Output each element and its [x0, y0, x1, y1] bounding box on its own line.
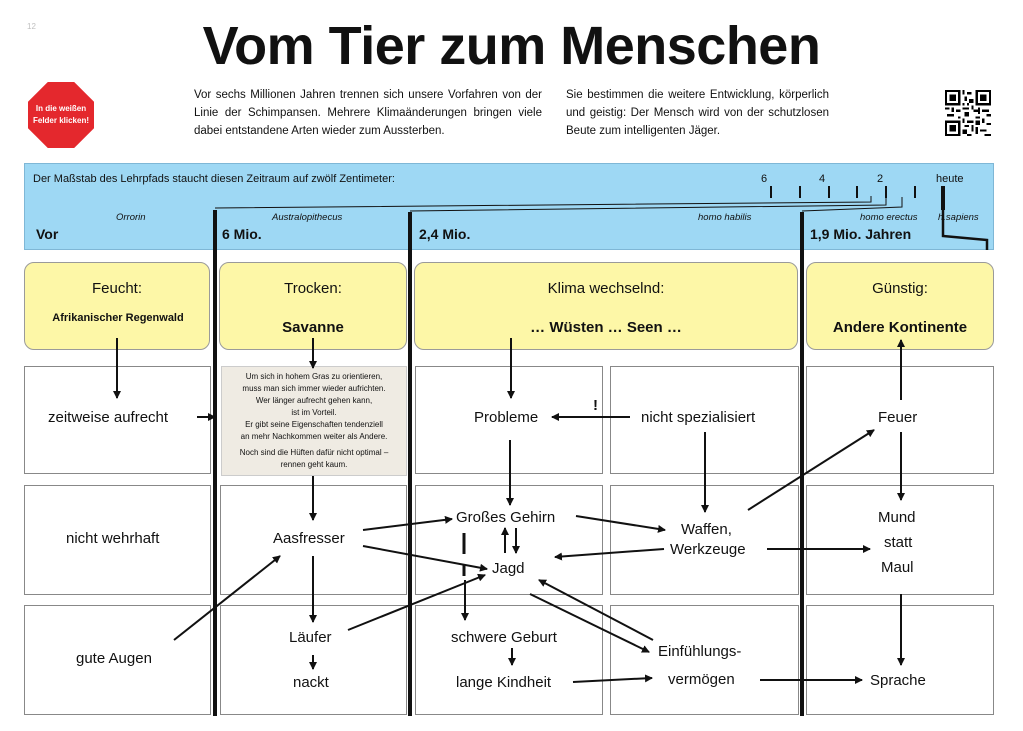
cell-r2-c1[interactable]	[24, 485, 211, 595]
node-nicht-wehrhaft: nicht wehrhaft	[66, 530, 160, 547]
node-maul: Maul	[881, 559, 914, 576]
node-waffen: Waffen,	[681, 521, 732, 538]
note-line: Noch sind die Hüften dafür nicht optimal…	[239, 448, 389, 457]
climate-guenstig-head: Günstig:	[872, 280, 928, 297]
climate-guenstig-sub: Andere Kontinente	[832, 319, 968, 336]
note-line: Wer länger aufrecht gehen kann,	[255, 396, 373, 405]
climate-trocken-head: Trocken:	[284, 280, 342, 297]
climate-guenstig[interactable]: Günstig: Andere Kontinente	[806, 262, 994, 350]
node-werkzeuge: Werkzeuge	[670, 541, 746, 558]
arrow-gehirn-waffen	[575, 515, 666, 533]
era-divider-1-9mio	[800, 212, 804, 716]
note-line: ist im Vorteil.	[291, 408, 337, 417]
climate-feucht[interactable]: Feucht: Afrikanischer Regenwald	[24, 262, 210, 350]
tick-label-heute: heute	[936, 173, 964, 185]
node-jagd: Jagd	[492, 560, 525, 577]
note-line: Er gibt seine Eigenschaften tendenziell	[245, 420, 383, 429]
node-sprache: Sprache	[870, 672, 926, 689]
arrow-jagd-einfuehlung	[529, 593, 650, 653]
node-vermoegen: vermögen	[668, 671, 735, 688]
node-exclamation: !	[593, 397, 598, 414]
node-feuer: Feuer	[878, 409, 918, 426]
climate-wechselnd[interactable]: Klima wechselnd: … Wüsten … Seen …	[414, 262, 798, 350]
climate-feucht-sub: Afrikanischer Regenwald	[52, 312, 184, 324]
stop-sign-hint[interactable]: In die weißen Felder klicken!	[28, 82, 94, 148]
node-statt: statt	[884, 534, 913, 551]
arrow-aasfresser-gehirn	[362, 515, 453, 531]
tick-label-6: 6	[761, 173, 768, 185]
cell-r2-c4[interactable]	[610, 485, 799, 595]
note-line: an mehr Nachkommen weiter als Andere.	[240, 432, 388, 441]
era-6-mio: 6 Mio.	[222, 226, 262, 242]
hint-line-2: Felder klicken!	[32, 116, 90, 125]
arrow-einfuehlung-jagd	[538, 579, 654, 641]
timeline-band	[24, 163, 994, 250]
node-einfuehlung: Einfühlungs-	[658, 643, 742, 660]
climate-wechselnd-head: Klima wechselnd:	[547, 280, 665, 297]
node-aasfresser: Aasfresser	[273, 530, 345, 547]
node-nackt: nackt	[293, 674, 329, 691]
species-orrorin: Orrorin	[116, 212, 146, 223]
climate-trocken-sub: Savanne	[282, 319, 344, 336]
note-line: muss man sich immer wieder aufrichten.	[242, 384, 386, 393]
node-schwere-geburt: schwere Geburt	[451, 629, 557, 646]
era-vor: Vor	[36, 226, 59, 242]
species-homo-habilis: homo habilis	[698, 212, 752, 223]
era-divider-6mio	[213, 210, 217, 716]
climate-wechselnd-sub: … Wüsten … Seen …	[530, 319, 682, 336]
note-panel: Um sich in hohem Gras zu orientieren, mu…	[221, 366, 407, 476]
node-lange-kindheit: lange Kindheit	[456, 674, 552, 691]
cell-r3-c4[interactable]	[610, 605, 799, 715]
climate-trocken[interactable]: Trocken: Savanne	[219, 262, 407, 350]
tick-label-2: 2	[877, 173, 884, 185]
arrow-augen-aasfresser	[173, 555, 281, 641]
intro-right: Sie bestimmen die weitere Entwicklung, k…	[566, 89, 829, 137]
era-1-9-mio: 1,9 Mio. Jahren	[810, 226, 912, 242]
arrow-kindheit-einfuehlung	[572, 674, 653, 683]
era-divider-2-4mio	[408, 212, 412, 716]
node-laeufer: Läufer	[289, 629, 332, 646]
node-grosses-gehirn: Großes Gehirn	[456, 509, 556, 526]
node-mund: Mund	[878, 509, 916, 526]
arrow-waffen-feuer	[747, 429, 875, 511]
tick-label-4: 4	[819, 173, 826, 185]
species-australopithecus: Australopithecus	[272, 212, 343, 223]
intro-left: Vor sechs Millionen Jahren trennen sich …	[194, 89, 542, 137]
node-nicht-spezialisiert: nicht spezialisiert	[641, 409, 756, 426]
arrow-waffen-jagd	[554, 548, 665, 561]
node-zeitweise-aufrecht: zeitweise aufrecht	[48, 409, 169, 426]
scale-caption: Der Maßstab des Lehrpfads staucht diesen…	[33, 173, 395, 185]
page-number: 12	[27, 22, 36, 31]
species-homo-sapiens: h.sapiens	[938, 212, 979, 223]
hint-line-1: In die weißen	[35, 104, 87, 113]
climate-feucht-head: Feucht:	[91, 280, 143, 297]
qr-code-icon[interactable]	[945, 90, 991, 136]
species-homo-erectus: homo erectus	[860, 212, 918, 223]
arrow-aasfresser-jagd	[362, 545, 488, 572]
node-gute-augen: gute Augen	[76, 650, 152, 667]
node-probleme: Probleme	[474, 409, 539, 426]
note-line: Um sich in hohem Gras zu orientieren,	[245, 372, 383, 381]
cell-r3-c1[interactable]	[24, 605, 211, 715]
era-2-4-mio: 2,4 Mio.	[419, 226, 471, 242]
note-line: rennen geht kaum.	[280, 460, 348, 469]
page-title: Vom Tier zum Menschen	[202, 16, 821, 76]
arrow-laeufer-jagd	[347, 573, 486, 631]
